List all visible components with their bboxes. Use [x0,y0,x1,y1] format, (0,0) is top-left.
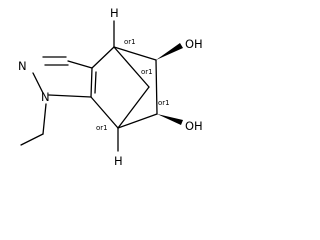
wedge-bond-c5-oh [156,43,183,60]
stereo-label-c4: or1 [124,38,136,46]
bond-bridge-c7 [117,86,150,129]
atom-label-h-bottom: H [114,154,123,168]
atom-label-oh-top: OH [185,37,203,51]
bond-c6-c7 [117,113,158,129]
bond-c5-c6 [155,59,158,115]
bond-ch2-ch3 [20,133,44,146]
atom-label-n2: N [18,59,27,73]
bond-c3a-c7a-double [94,71,97,94]
bond-n1-c7a [48,94,92,98]
bond-c3-c3a [67,60,93,69]
stereo-label-c5: or1 [141,68,153,76]
bond-c7a-c7 [90,96,119,129]
atom-label-h-top: H [110,6,119,20]
atom-label-n1: N [41,90,50,104]
bond-n1-ch2 [42,103,47,135]
bond-c4-c5 [113,46,157,61]
bond-n2-n1 [32,72,44,94]
wedge-bond-c6-oh [157,114,183,125]
chemical-structure: N N OH OH H H or1 or1 or1 or1 [18,6,203,168]
stereo-label-c7: or1 [96,124,108,132]
bond-c3a-c7a [90,67,93,98]
bond-c3a-c4 [91,46,115,69]
atom-label-oh-bottom: OH [185,119,203,133]
stereo-label-c6: or1 [158,99,170,107]
bond-c4-bridge [113,46,150,88]
